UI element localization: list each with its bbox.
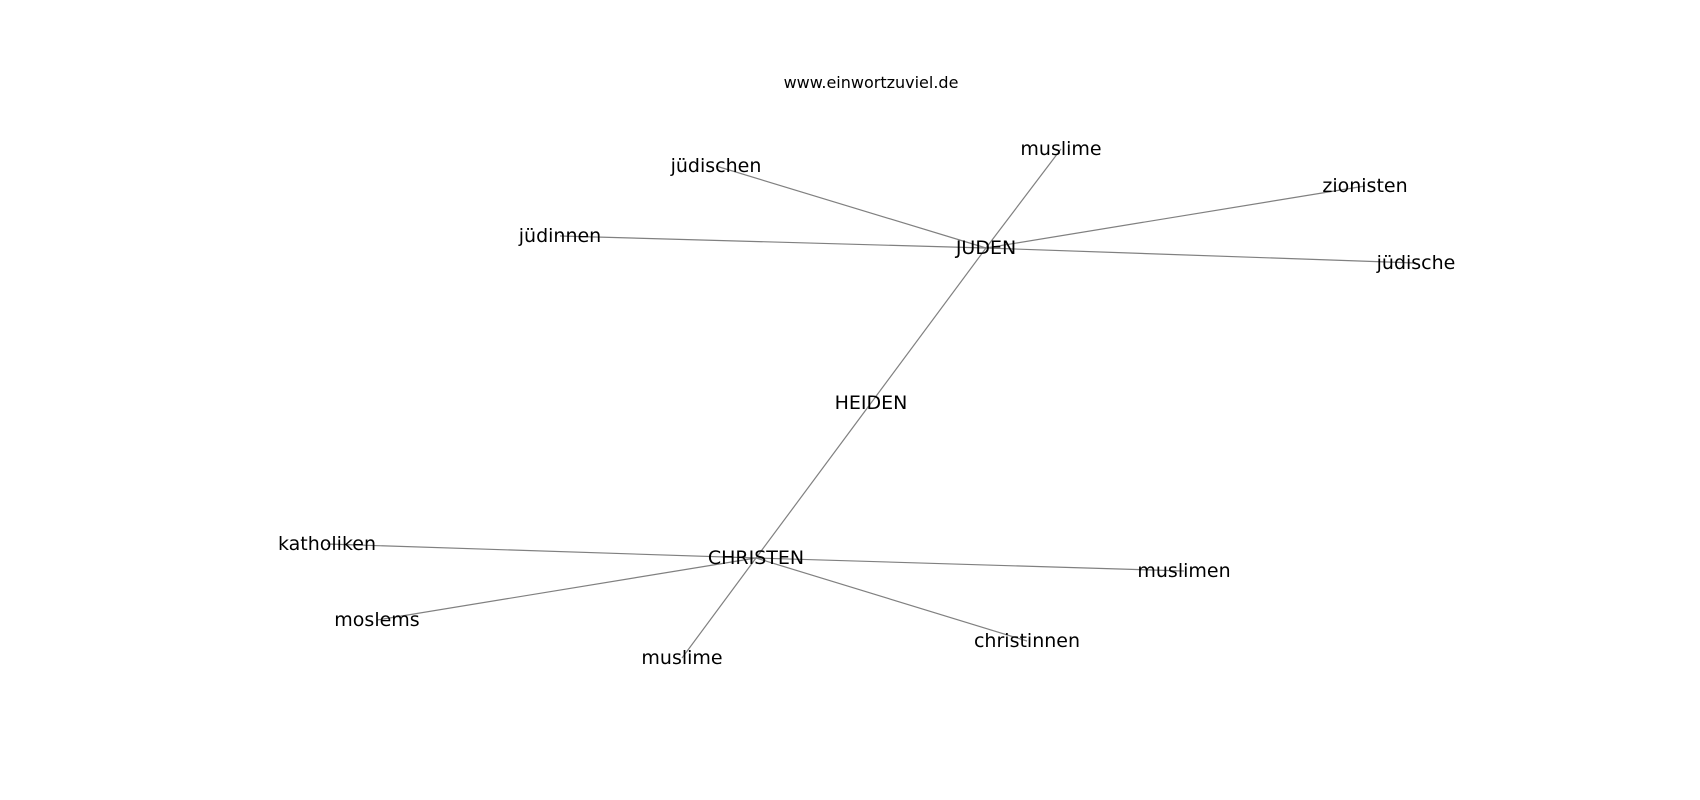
node-label-heiden: HEIDEN: [835, 392, 908, 414]
edge-juden-juedische: [985, 247, 1417, 264]
edge-christen-katholiken: [326, 543, 757, 559]
edge-christen-muslime_2: [681, 557, 757, 659]
edge-christen-muslimen: [755, 557, 1185, 572]
edge-juden-zionisten: [985, 185, 1366, 249]
node-label-zionisten: zionisten: [1322, 175, 1407, 197]
edge-heiden-juden: [870, 247, 987, 404]
node-label-moslems: moslems: [334, 609, 419, 631]
node-label-katholiken: katholiken: [278, 533, 376, 555]
graph-nodes: HEIDEN JUDEN CHRISTEN muslime jüdischen zioni…: [278, 138, 1455, 669]
node-label-muslime-1: muslime: [1020, 138, 1101, 160]
node-label-juedischen: jüdischen: [670, 155, 762, 177]
edge-juden-juedinnen: [559, 235, 987, 249]
edge-christen-christinnen: [755, 557, 1028, 642]
site-url-label: www.einwortzuviel.de: [784, 73, 959, 92]
node-label-juden: JUDEN: [955, 237, 1016, 259]
node-label-christen: CHRISTEN: [708, 547, 804, 569]
node-label-juedische: jüdische: [1376, 252, 1456, 274]
edge-heiden-christen: [755, 402, 872, 559]
edge-juden-juedischen: [715, 165, 987, 249]
node-label-christinnen: christinnen: [974, 630, 1080, 652]
edge-juden-muslime_1: [985, 148, 1062, 249]
node-label-muslimen: muslimen: [1137, 560, 1230, 582]
node-label-muslime-2: muslime: [641, 647, 722, 669]
edge-christen-moslems: [376, 557, 757, 621]
node-label-juedinnen: jüdinnen: [518, 225, 601, 247]
graph-edges: [326, 148, 1417, 659]
